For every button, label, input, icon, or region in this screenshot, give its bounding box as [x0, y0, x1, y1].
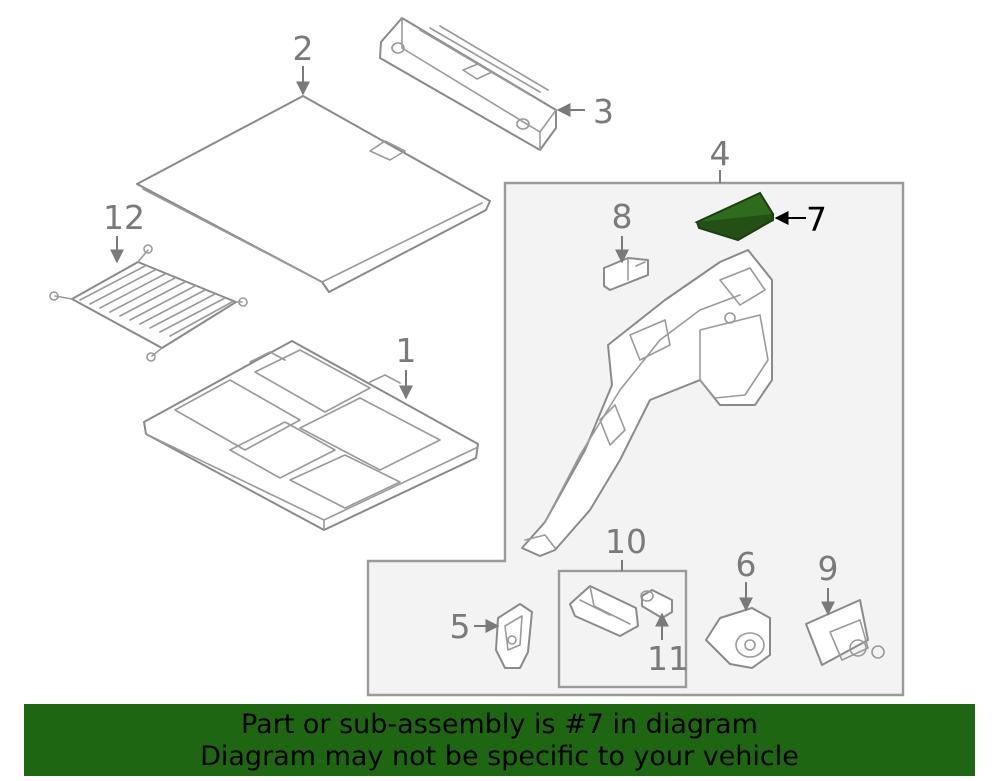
- part-5-bracket[interactable]: [495, 603, 533, 669]
- part-2-cargo-cover[interactable]: [136, 95, 491, 293]
- callout-10: 10: [605, 522, 647, 561]
- part-9-socket[interactable]: [805, 599, 885, 666]
- callout-4: 4: [710, 134, 731, 173]
- info-banner: Part or sub-assembly is #7 in diagram Di…: [24, 704, 975, 776]
- callout-11: 11: [647, 639, 689, 678]
- callout-6: 6: [736, 545, 757, 584]
- part-10-cover[interactable]: [569, 585, 639, 637]
- callout-2: 2: [293, 29, 314, 68]
- callout-9: 9: [818, 549, 839, 588]
- part-6-lamp[interactable]: [705, 607, 771, 669]
- part-4-side-trim[interactable]: [521, 249, 773, 557]
- callout-5: 5: [450, 607, 471, 646]
- banner-line-2: Diagram may not be specific to your vehi…: [200, 741, 799, 772]
- part-12-cargo-net[interactable]: [49, 244, 248, 362]
- part-1-storage-tray[interactable]: [143, 340, 479, 531]
- callout-1: 1: [396, 331, 417, 370]
- part-11-plug[interactable]: [640, 589, 673, 619]
- banner-line-1: Part or sub-assembly is #7 in diagram: [241, 709, 758, 740]
- callout-7: 7: [806, 200, 827, 239]
- part-7-highlighted[interactable]: [694, 191, 775, 242]
- callout-8: 8: [612, 197, 633, 236]
- part-3-sill-trim[interactable]: [379, 17, 557, 151]
- callout-12: 12: [103, 198, 145, 237]
- callout-3: 3: [593, 92, 614, 131]
